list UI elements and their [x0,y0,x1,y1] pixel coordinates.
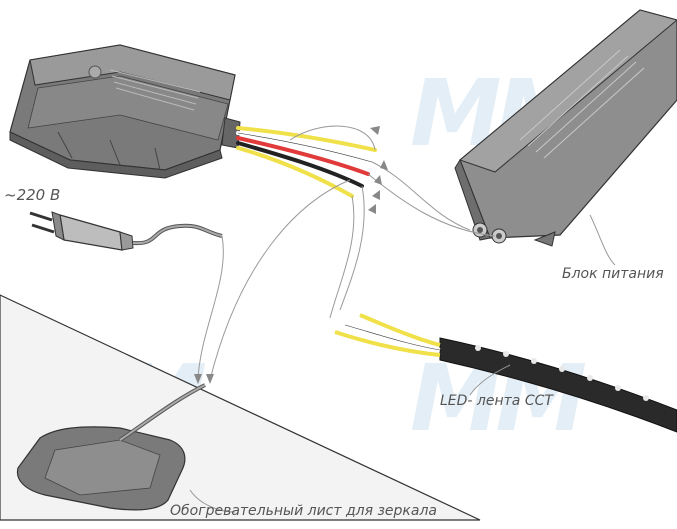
led-strip [334,313,677,433]
mains-voltage-label: ~220 В [4,186,61,204]
heating-pad [16,383,206,511]
controller-unit [9,44,241,179]
power-supply-unit [454,9,677,247]
heating-sheet-label: Обогревательный лист для зеркала [170,503,437,519]
mains-plug [29,211,223,251]
led-strip-label: LED- лента CCT [440,393,553,409]
controller-wires [236,126,377,198]
arrowheads [194,126,388,384]
power-supply-label: Блок питания [562,266,664,282]
